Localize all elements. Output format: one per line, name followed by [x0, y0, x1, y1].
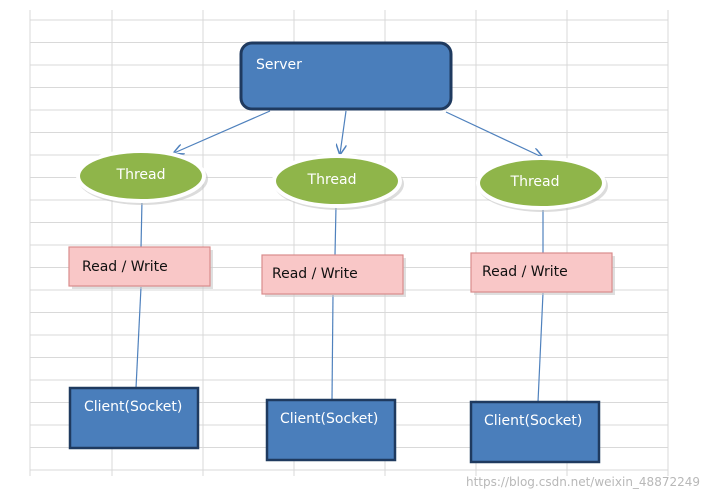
server-to-thread-1-arrow	[174, 110, 271, 153]
client-node-1: Client(Socket)	[68, 386, 200, 450]
thread-label-3: Thread	[510, 174, 560, 190]
client-node-3: Client(Socket)	[469, 400, 601, 464]
read-write-box-1	[68, 246, 211, 287]
client-label-1: Client(Socket)	[84, 399, 182, 415]
rw-2-to-client-2-line	[331, 294, 334, 401]
read-write-node-1: Read / Write	[68, 246, 213, 289]
read-write-label-1: Read / Write	[82, 259, 168, 275]
thread-node-2: Thread	[272, 154, 404, 210]
server-box	[239, 41, 453, 111]
server-node: Server	[239, 41, 453, 111]
rw-1-to-client-1-line	[135, 286, 142, 389]
read-write-node-2: Read / Write	[261, 254, 406, 297]
server-label: Server	[256, 57, 302, 73]
server-to-thread-2-arrow	[340, 110, 346, 154]
client-node-2: Client(Socket)	[265, 398, 397, 462]
client-box-2	[265, 398, 397, 462]
read-write-label-3: Read / Write	[482, 264, 568, 280]
client-label-3: Client(Socket)	[484, 413, 582, 429]
thread-label-1: Thread	[116, 167, 166, 183]
read-write-label-2: Read / Write	[272, 266, 358, 282]
thread-1-to-rw-1-line	[140, 199, 143, 249]
read-write-box-2	[261, 254, 404, 295]
thread-label-2: Thread	[307, 172, 357, 188]
thread-ellipse-2	[272, 154, 402, 208]
client-box-3	[469, 400, 601, 464]
thread-ellipse-3	[476, 156, 606, 210]
watermark-text: https://blog.csdn.net/weixin_48872249	[466, 475, 700, 489]
thread-node-1: Thread	[76, 149, 208, 205]
thread-node-3: Thread	[476, 156, 608, 212]
client-box-1	[68, 386, 200, 450]
server-to-thread-3-arrow	[445, 111, 542, 157]
client-label-2: Client(Socket)	[280, 411, 378, 427]
thread-2-to-rw-2-line	[334, 205, 337, 256]
rw-3-to-client-3-line	[537, 292, 544, 403]
read-write-node-3: Read / Write	[470, 252, 615, 295]
read-write-box-3	[470, 252, 613, 293]
connectors	[135, 110, 544, 403]
thread-ellipse-1	[76, 149, 206, 203]
